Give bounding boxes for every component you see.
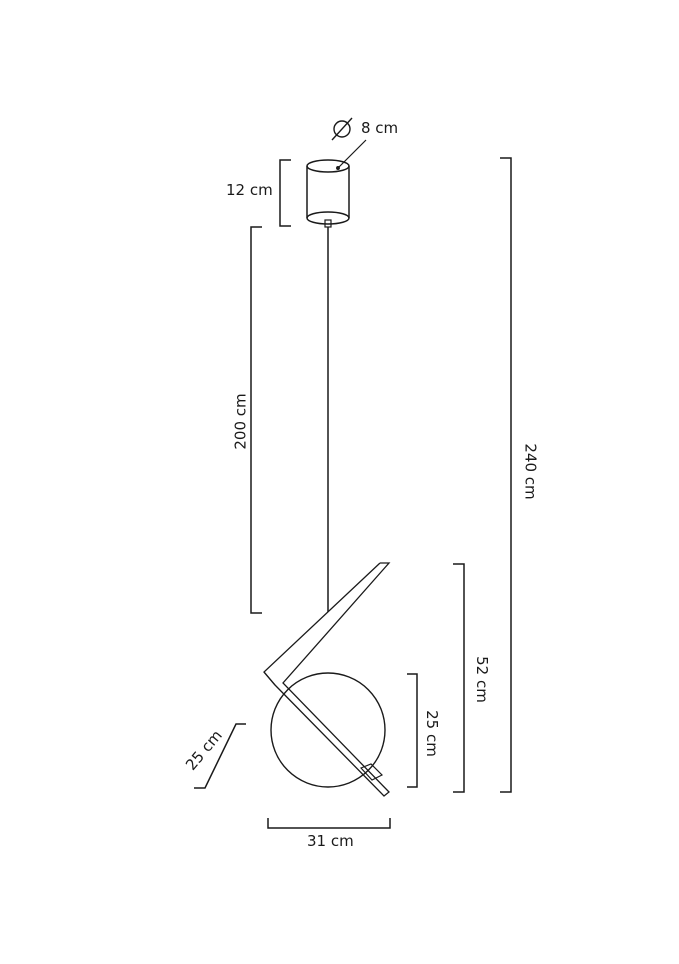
ceiling-canopy (306, 159, 350, 228)
fixture-width-label: 31 cm (307, 832, 354, 850)
fixture-height-label: 52 cm (472, 656, 491, 703)
glass-globe (270, 672, 386, 788)
canopy-height-label: 12 cm (226, 181, 273, 199)
canopy-diameter-label: 8 cm (361, 119, 399, 137)
total-height-label: 240 cm (521, 443, 540, 500)
dimension-lines (194, 157, 512, 829)
globe-height-label: 25 cm (422, 710, 441, 757)
cable-length-label: 200 cm (231, 393, 250, 450)
diameter-leader (331, 117, 367, 169)
angled-arm (263, 562, 391, 797)
